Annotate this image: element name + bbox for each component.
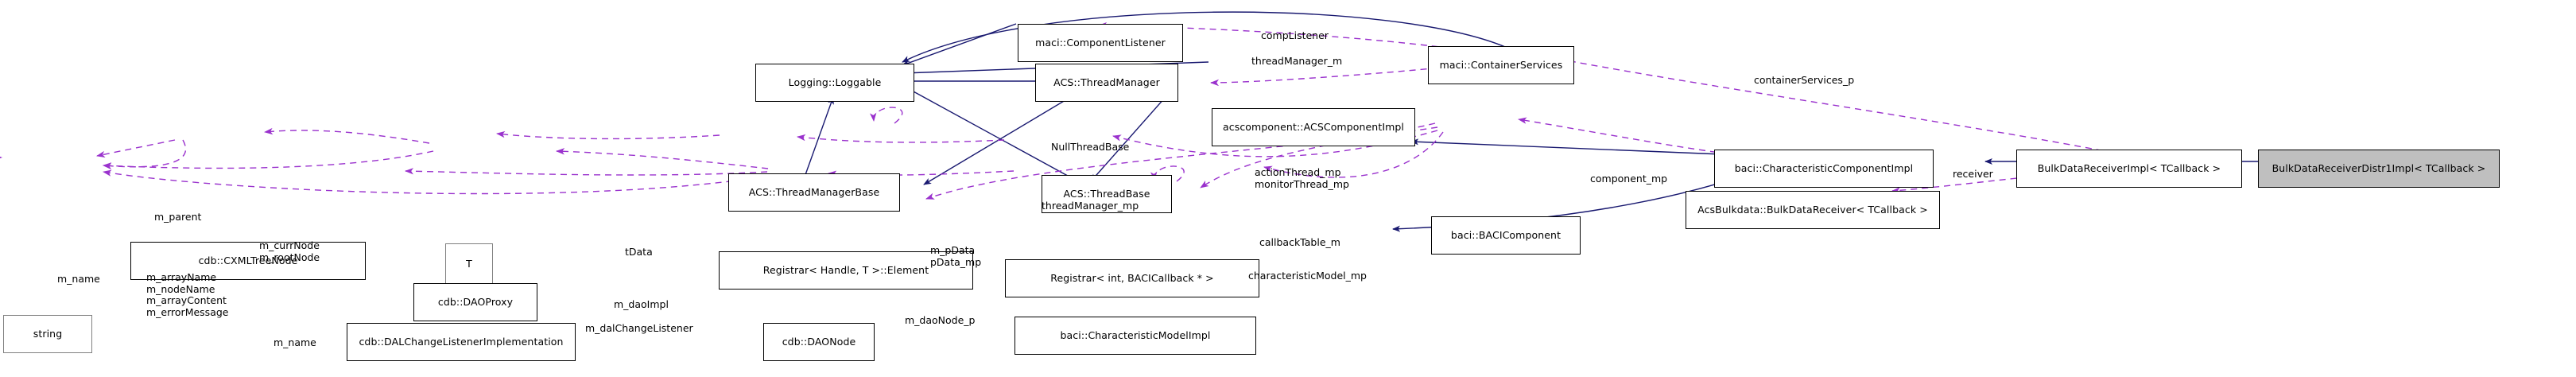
edge-label-m_dalchangelistener: m_dalChangeListener [585,322,693,334]
class-node-containerservices[interactable]: maci::ContainerServices [1428,46,1574,84]
edge-label-threadmanager_m: threadManager_m [1251,55,1343,67]
class-node-string[interactable]: string [3,315,92,353]
class-node-threadbase[interactable]: ACS::ThreadBase [1042,175,1172,213]
edge-label-nullthreadbase: NullThreadBase [1051,141,1130,153]
class-node-daoproxy[interactable]: cdb::DAOProxy [413,283,537,321]
edge-label-m_name_bottom: m_name [274,336,316,348]
edge-label-m_daoimpl: m_daoImpl [614,298,669,310]
class-node-characteristicmodelimpl[interactable]: baci::CharacteristicModelImpl [1014,317,1256,355]
class-node-registrar_handle_element[interactable]: Registrar< Handle, T >::Element [719,251,973,290]
class-node-componentlistener[interactable]: maci::ComponentListener [1018,24,1183,62]
edge-label-characteristicmodel_mp: characteristicModel_mp [1248,270,1367,282]
edge-label-m_daonode_p: m_daoNode_p [905,314,976,326]
class-node-cxmltreenode[interactable]: cdb::CXMLTreeNode [130,242,366,280]
class-node-registrar_int_bacicb[interactable]: Registrar< int, BACICallback * > [1005,259,1259,297]
class-node-daonode[interactable]: cdb::DAONode [763,323,875,361]
class-node-threadmanagerbase[interactable]: ACS::ThreadManagerBase [728,173,900,212]
edge-label-component_mp: component_mp [1590,173,1668,185]
class-node-acscomponentimpl[interactable]: acscomponent::ACSComponentImpl [1212,108,1415,146]
class-node-characteristiccomponentimpl[interactable]: baci::CharacteristicComponentImpl [1714,150,1934,188]
edge-label-threadmanager_mp: threadManager_mp [1042,200,1139,212]
edge-label-m_parent: m_parent [154,211,202,223]
class-node-bacicomponent[interactable]: baci::BACIComponent [1431,216,1581,255]
edge-label-complistener: compListener [1261,29,1329,41]
class-node-loggable[interactable]: Logging::Loggable [755,64,914,102]
class-node-t[interactable]: T [445,243,493,285]
edge-label-containerservices_p: containerServices_p [1754,74,1855,86]
edge-label-receiver: receiver [1953,168,1993,180]
class-node-bulkdatareceiverdistr1impl[interactable]: BulkDataReceiverDistr1Impl< TCallback > [2258,150,2500,188]
edge-label-tdata: tData [625,246,653,258]
edge-label-callbacktable_m: callbackTable_m [1259,236,1340,248]
edge-label-m_name_left: m_name [57,273,100,285]
class-node-threadmanager[interactable]: ACS::ThreadManager [1035,64,1178,102]
class-node-dalchangelistenerimpl[interactable]: cdb::DALChangeListenerImplementation [347,323,576,361]
class-node-acsbulkdatareceiver[interactable]: AcsBulkdata::BulkDataReceiver< TCallback… [1686,191,1940,229]
class-node-bulkdatareceiverimpl[interactable]: BulkDataReceiverImpl< TCallback > [2016,150,2242,188]
